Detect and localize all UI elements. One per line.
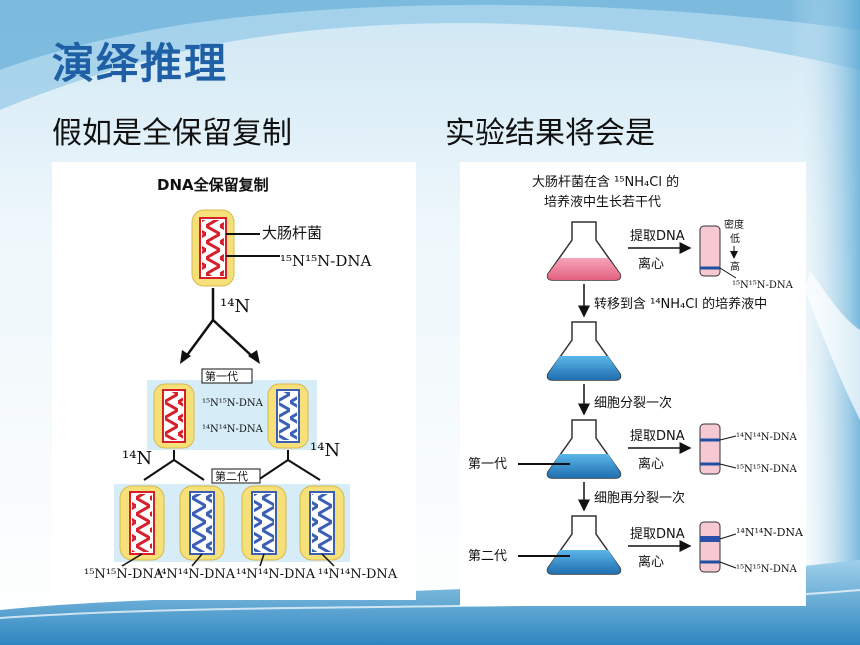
centrifuge-1: 离心 [638,256,664,272]
gen2-label-3: ¹⁴N¹⁴N-DNA [236,567,316,582]
slide-title: 演绎推理 [52,39,229,88]
extract-dna-2: 提取DNA [630,428,685,444]
right-heading: 实验结果将会是 [445,116,655,151]
side-label-left: ¹⁴N [122,448,152,469]
tube-1 [699,225,721,277]
band0-label: ¹⁵N¹⁵N-DNA [732,280,794,291]
gen1-band-top: ¹⁴N¹⁴N-DNA [736,432,798,443]
centrifuge-3: 离心 [638,554,664,570]
gen1-bacterium-light [267,383,309,449]
flask-14n [546,321,622,381]
centrifuge-2: 离心 [638,456,664,472]
divide-once-label: 细胞分裂一次 [594,395,672,411]
left-heading: 假如是全保留复制 [52,116,292,151]
high-label: 高 [730,260,740,273]
gen2-bacterium-3 [241,485,287,561]
gen2-bacterium-2 [179,485,225,561]
gen1-band-bottom: ¹⁵N¹⁵N-DNA [736,464,798,475]
medium-label: ¹⁴N [220,296,250,317]
density-label: 密度 [724,218,744,231]
extract-dna-1: 提取DNA [630,228,685,244]
gen1-tag: 第一代 [205,369,238,383]
gen2-label-2: ¹⁴N¹⁴N-DNA [156,567,236,582]
tube-2 [699,423,721,475]
gen1-label-light: ¹⁴N¹⁴N-DNA [202,424,264,435]
right-caption-line2: 培养液中生长若干代 [544,194,661,210]
gen2-band-top: ¹⁴N¹⁴N-DNA [736,526,804,539]
left-caption: DNA全保留复制 [157,176,269,194]
gen2-bacterium-1 [119,485,165,561]
gen2-tag: 第二代 [215,469,248,483]
low-label: 低 [730,232,740,245]
extract-dna-3: 提取DNA [630,526,685,542]
tube-3 [699,521,721,573]
side-label-right: ¹⁴N [310,440,340,461]
flask-15n [546,221,622,281]
divide-again-label: 细胞再分裂一次 [594,490,685,506]
transfer-label: 转移到含 ¹⁴NH₄Cl 的培养液中 [594,296,767,312]
bacteria-label: 大肠杆菌 [262,224,322,242]
flask-gen2 [546,515,622,575]
gen2-label: 第二代 [468,549,507,564]
gen1-label: 第一代 [468,457,507,472]
gen1-label-heavy: ¹⁵N¹⁵N-DNA [202,398,264,409]
gen2-bacterium-4 [299,485,345,561]
parent-bacterium [191,209,235,287]
gen1-bacterium-heavy [153,383,195,449]
gen2-label-1: ¹⁵N¹⁵N-DNA [84,567,164,582]
right-caption-line1: 大肠杆菌在含 ¹⁵NH₄Cl 的 [532,174,679,190]
conservative-replication-diagram: DNA全保留复制 大肠杆菌 ¹⁵N¹⁵N-DNA ¹⁴N 第一代 ¹⁵N¹⁵N-… [52,162,416,600]
gen2-band-bottom: ¹⁵N¹⁵N-DNA [736,564,798,575]
flask-gen1 [546,419,622,479]
gen2-label-4: ¹⁴N¹⁴N-DNA [318,567,398,582]
experiment-results-diagram: 大肠杆菌在含 ¹⁵NH₄Cl 的 培养液中生长若干代 提取DNA 离心 密度 低… [460,162,806,606]
parent-dna-label: ¹⁵N¹⁵N-DNA [280,252,372,270]
